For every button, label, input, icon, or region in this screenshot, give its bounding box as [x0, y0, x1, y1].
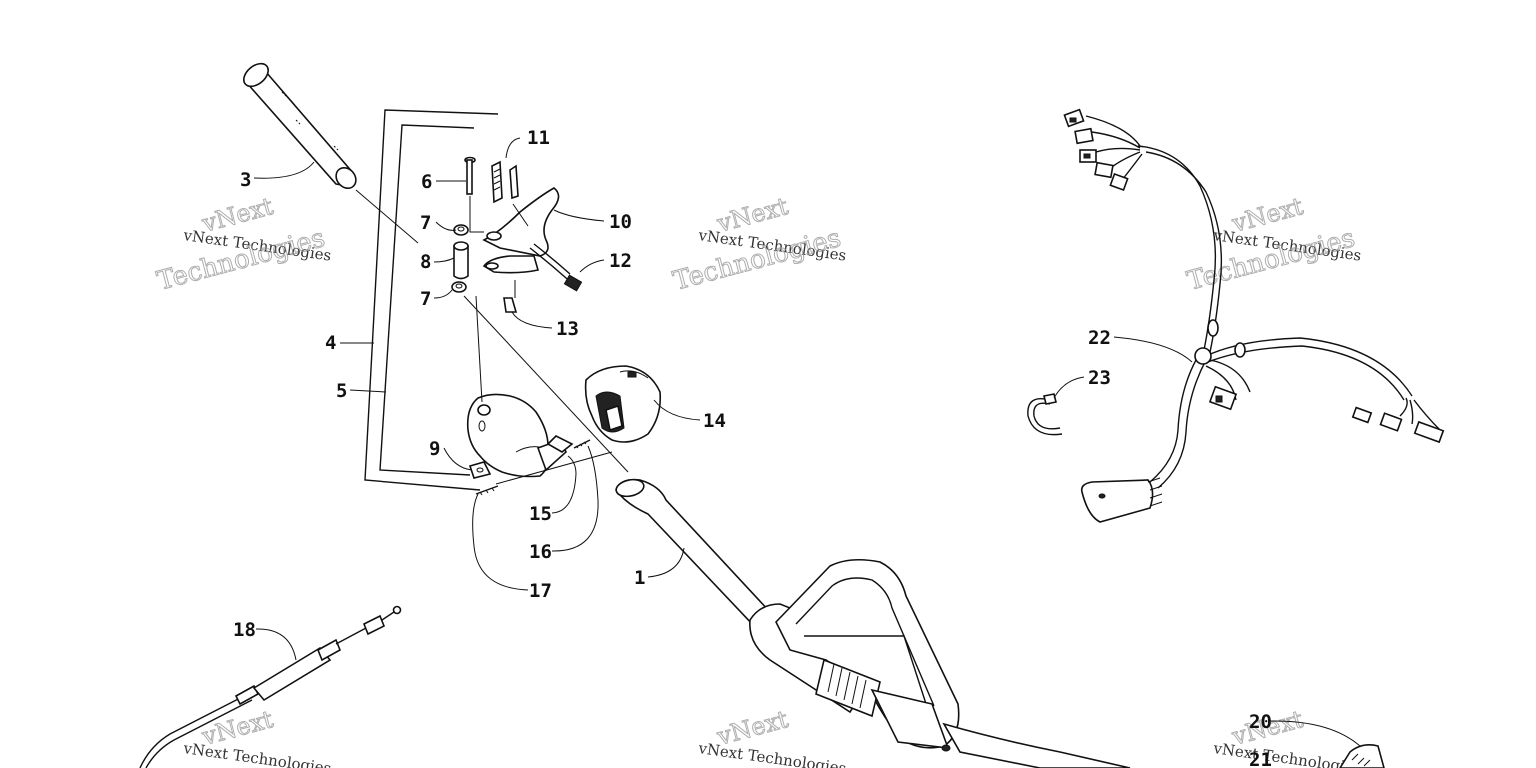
pin-axis-line [469, 196, 484, 233]
washer-top [453, 224, 469, 236]
leader-22 [1113, 336, 1193, 363]
callout-22: 22 [1088, 327, 1111, 349]
leader-3 [253, 161, 315, 179]
callout-5: 5 [336, 380, 347, 402]
throttle-switch [482, 243, 583, 292]
callout-17: 17 [529, 580, 552, 602]
callout-11: 11 [527, 127, 550, 149]
leader-washer-to-housing [475, 295, 483, 403]
wire-harness [1063, 108, 1445, 523]
leader-17 [472, 493, 529, 591]
leader-13 [511, 311, 553, 329]
watermark-2: vNext vNext Technologies Technologies [670, 192, 848, 298]
leader-7b [433, 289, 453, 299]
pin [464, 156, 476, 195]
screw-17 [475, 485, 499, 496]
callout-18: 18 [233, 619, 256, 641]
callout-7-top: 7 [420, 212, 431, 234]
watermark-6: vNext vNext Technologies [1211, 705, 1362, 768]
callout-21: 21 [1249, 749, 1272, 768]
leader-7a [435, 221, 457, 231]
callout-8: 8 [420, 251, 431, 273]
callout-1: 1 [634, 567, 645, 589]
hand-grip [243, 62, 357, 190]
leader-grip-8 [355, 189, 419, 244]
leader-9 [443, 447, 473, 471]
bushing [453, 241, 469, 280]
leader-8 [433, 257, 455, 263]
wire-clamp [1027, 393, 1063, 436]
part-20-21 [1339, 744, 1385, 768]
screw-16 [573, 439, 591, 449]
leader-23 [1053, 376, 1085, 399]
leader-18 [255, 628, 297, 661]
bracket-tab [468, 461, 492, 479]
leader-14 [653, 399, 701, 421]
callout-7-bottom: 7 [420, 288, 431, 310]
watermark-1: vNext vNext Technologies Technologies [154, 192, 333, 298]
leader-20 [1269, 720, 1361, 747]
callout-12: 12 [609, 250, 632, 272]
clip [503, 297, 518, 313]
switch-housing [584, 365, 662, 443]
bracket-5 [379, 124, 475, 476]
svg-text:vNext Technologies: vNext Technologies [181, 739, 332, 768]
callout-15: 15 [529, 503, 552, 525]
callout-6: 6 [421, 171, 432, 193]
leader-5 [349, 389, 387, 393]
callout-14: 14 [703, 410, 726, 432]
leader-1 [647, 547, 685, 578]
throttle-cable [139, 605, 402, 768]
watermark-3: vNext vNext Technologies Technologies [1184, 192, 1363, 298]
callout-23: 23 [1088, 367, 1111, 389]
callout-4: 4 [325, 332, 336, 354]
leader-16 [551, 445, 599, 552]
bracket-4 [364, 109, 499, 491]
washer-bottom [451, 281, 467, 293]
svg-text:vNext Technologies: vNext Technologies [1211, 739, 1362, 768]
leader-11 [505, 137, 521, 159]
leader-10 [553, 209, 605, 222]
watermark-5: vNext vNext Technologies [696, 705, 847, 768]
leader-15 [551, 455, 577, 514]
callout-20: 20 [1249, 711, 1272, 733]
throttle-housing [466, 393, 574, 478]
leader-washer-to-bar [463, 295, 629, 473]
handlebar [615, 478, 1131, 768]
callout-10: 10 [609, 211, 632, 233]
watermark-4: vNext vNext Technologies [181, 705, 332, 768]
svg-text:vNext Technologies: vNext Technologies [696, 739, 847, 768]
plate [491, 160, 519, 204]
leader-12 [579, 259, 605, 273]
callout-16: 16 [529, 541, 552, 563]
callout-13: 13 [556, 318, 579, 340]
callout-3: 3 [240, 169, 251, 191]
leader-screw-axis [495, 451, 613, 485]
callout-9: 9 [429, 438, 440, 460]
